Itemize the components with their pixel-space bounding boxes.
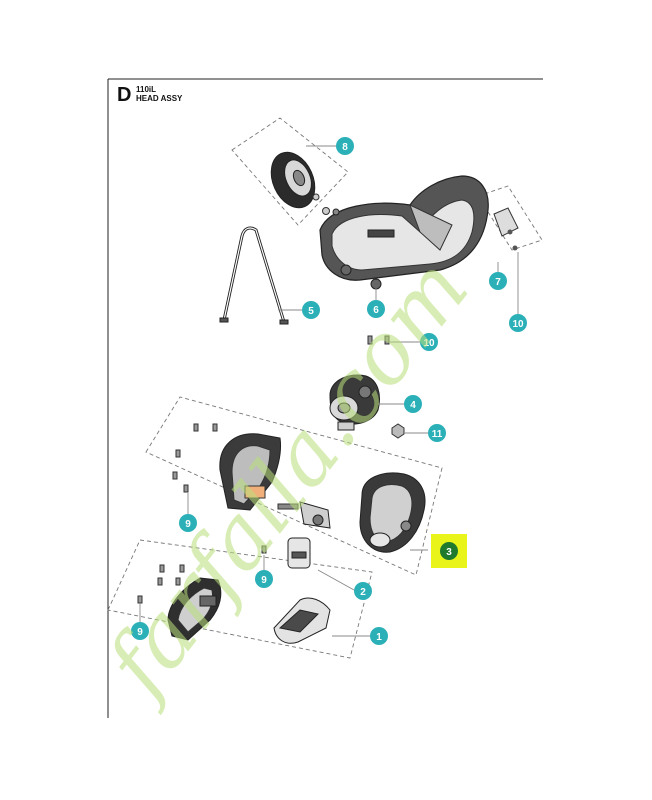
diagram-frame (107, 78, 543, 718)
subassembly-box-wheel (231, 117, 349, 226)
watermark: farfalla.com (84, 240, 488, 718)
callout-label: 2 (360, 587, 366, 598)
callout-label: 5 (308, 306, 314, 317)
callout-label: 6 (373, 305, 379, 316)
callout-label: 9 (185, 519, 191, 530)
section-header: D 110iL HEAD ASSY (117, 84, 183, 106)
callout-label: 11 (432, 429, 443, 440)
callout-label: 3 (446, 547, 452, 558)
callout-label: 9 (261, 575, 267, 586)
part-handle-cover[interactable] (273, 597, 331, 644)
callout-3-highlighted[interactable]: 3 (431, 534, 467, 568)
callout-5[interactable]: 5 (302, 301, 320, 319)
callout-9-middle[interactable]: 9 (255, 570, 273, 588)
subassembly-box-cover (107, 539, 373, 659)
section-model: 110iL (136, 85, 156, 94)
section-title: HEAD ASSY (136, 94, 183, 103)
callout-label: 10 (423, 338, 435, 349)
callout-6[interactable]: 6 (367, 300, 385, 318)
part-screws-9-upper[interactable] (172, 423, 218, 493)
part-drive-assy[interactable] (277, 501, 331, 569)
part-wire-guard[interactable] (219, 226, 289, 325)
part-bracket[interactable] (493, 207, 519, 251)
part-motor[interactable] (329, 374, 380, 431)
callout-label: 9 (137, 627, 143, 638)
callout-9-upper[interactable]: 9 (179, 514, 197, 532)
callout-2[interactable]: 2 (354, 582, 372, 600)
subassembly-box-housing (145, 396, 443, 576)
part-screws-10[interactable] (367, 335, 390, 345)
callout-8[interactable]: 8 (336, 137, 354, 155)
part-motor-housing[interactable] (359, 472, 426, 553)
callout-1[interactable]: 1 (370, 627, 388, 645)
callout-10-center[interactable]: 10 (420, 333, 438, 351)
callout-label: 8 (342, 142, 348, 153)
callout-label: 10 (512, 319, 524, 330)
part-lower-cover[interactable] (167, 577, 222, 641)
callout-label: 4 (410, 400, 416, 411)
callout-7[interactable]: 7 (489, 272, 507, 290)
callout-4[interactable]: 4 (404, 395, 422, 413)
callout-11[interactable]: 11 (428, 424, 446, 442)
leader-lines (139, 145, 519, 637)
watermark-text: farfalla.com (84, 240, 488, 718)
part-screws-9-lower[interactable] (137, 545, 267, 604)
part-housing-left[interactable] (219, 433, 281, 511)
callout-9-lower[interactable]: 9 (131, 622, 149, 640)
section-letter: D (117, 84, 131, 106)
part-guard[interactable] (319, 175, 489, 290)
callout-label: 1 (376, 632, 382, 643)
part-nut[interactable] (391, 423, 405, 439)
part-wheel[interactable] (263, 145, 330, 215)
callout-10-right[interactable]: 10 (509, 314, 527, 332)
callout-label: 7 (495, 277, 501, 288)
